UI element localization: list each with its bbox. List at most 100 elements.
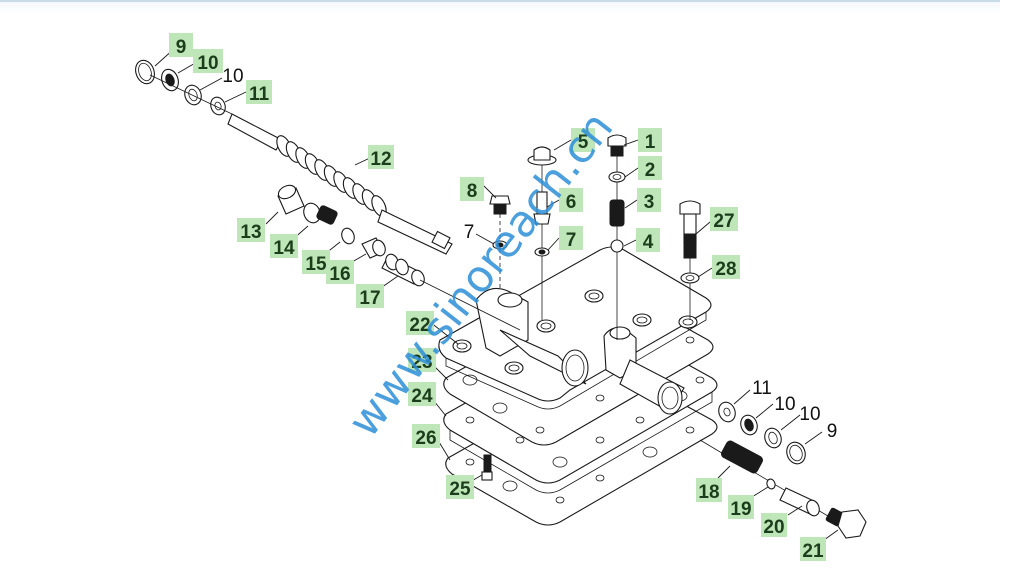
callout-number: 3 xyxy=(644,192,655,213)
callout-number: 8 xyxy=(467,181,478,202)
callout-number: 21 xyxy=(802,541,824,562)
body-hole-inner xyxy=(588,292,600,300)
plate-hole xyxy=(502,480,518,492)
callout-7-left: 7 xyxy=(464,222,475,243)
body-hole xyxy=(632,313,652,327)
callout-number: 24 xyxy=(411,386,433,407)
body-hole xyxy=(584,289,604,303)
spacer-16 xyxy=(361,237,386,259)
callout-9-left: 9 xyxy=(169,33,193,58)
body-hole-inner xyxy=(636,316,648,324)
callout-2: 2 xyxy=(638,156,662,181)
callout-number: 7 xyxy=(464,222,475,243)
callout-number: 18 xyxy=(698,482,719,503)
plate-hole xyxy=(595,394,605,402)
callout-number: 15 xyxy=(305,254,327,275)
callout-20: 20 xyxy=(761,513,787,538)
callout-7-right: 7 xyxy=(559,226,583,251)
callout-11-right: 11 xyxy=(752,378,772,399)
callout-13: 13 xyxy=(237,218,265,243)
callout-24: 24 xyxy=(408,382,436,407)
callout-number: 6 xyxy=(566,192,577,213)
ball-4 xyxy=(610,239,624,253)
callout-28: 28 xyxy=(712,255,740,280)
callout-labels: 9 10 10 11 12 13 14 15 xyxy=(169,33,837,562)
plate-hole xyxy=(465,416,475,424)
body-hole xyxy=(504,361,524,375)
callout-27: 27 xyxy=(710,207,738,232)
sleeve-13 xyxy=(277,184,305,215)
callout-6: 6 xyxy=(559,188,583,213)
callout-number: 17 xyxy=(359,288,380,309)
seal-retainer-10-left-b xyxy=(184,84,202,106)
callout-25: 25 xyxy=(446,475,474,500)
seal-retainer-10-right-b xyxy=(764,427,782,449)
callout-number: 22 xyxy=(409,315,430,336)
callout-number: 10 xyxy=(774,394,795,415)
washer-11-left xyxy=(210,96,226,116)
plate-hole xyxy=(552,456,568,468)
spring-3 xyxy=(609,199,625,227)
plate-hole xyxy=(492,402,508,414)
callout-18: 18 xyxy=(696,478,722,503)
body-hole xyxy=(452,339,472,353)
callout-23: 23 xyxy=(408,348,436,373)
callout-number: 23 xyxy=(411,352,432,373)
callout-1: 1 xyxy=(638,128,662,153)
callout-11-left: 11 xyxy=(246,80,272,105)
body-hole-inner xyxy=(508,364,520,372)
callout-number: 26 xyxy=(415,428,436,449)
callout-number: 10 xyxy=(197,53,218,74)
plate-hole xyxy=(555,496,565,504)
plate-hole xyxy=(515,436,525,444)
valve-body-22 xyxy=(438,246,712,415)
callout-21: 21 xyxy=(800,537,826,562)
callout-12: 12 xyxy=(368,145,394,170)
body-hole-inner xyxy=(540,322,552,330)
callout-number: 10 xyxy=(222,66,243,87)
washer-2 xyxy=(608,171,626,183)
body-hole-inner xyxy=(456,342,468,350)
callout-9-right: 9 xyxy=(827,421,838,442)
top-border xyxy=(0,0,1000,2)
callout-number: 4 xyxy=(643,232,654,253)
plug-bolt-21 xyxy=(825,507,867,539)
callout-number: 10 xyxy=(799,404,820,425)
washer-7-right xyxy=(534,247,550,257)
callout-3: 3 xyxy=(637,188,661,213)
callout-number: 1 xyxy=(645,132,656,153)
callout-14: 14 xyxy=(270,234,298,259)
spring-18 xyxy=(721,440,763,474)
callout-number: 5 xyxy=(578,132,589,153)
body-hole xyxy=(678,315,698,329)
plate-hole xyxy=(535,426,545,434)
callout-10-left-a: 10 xyxy=(193,49,223,74)
callout-19: 19 xyxy=(728,495,754,520)
plug-14 xyxy=(303,202,338,225)
callout-15: 15 xyxy=(302,250,330,275)
top-fade xyxy=(0,2,1000,14)
body-hole xyxy=(536,319,556,333)
valve-pin-6 xyxy=(533,191,551,225)
snap-ring-9-right xyxy=(786,441,806,465)
stud-25 xyxy=(481,454,493,481)
o-ring-15 xyxy=(341,227,355,245)
callout-10-right-b: 10 xyxy=(799,404,820,425)
callout-number: 13 xyxy=(240,222,261,243)
callout-number: 20 xyxy=(763,517,784,538)
callout-number: 27 xyxy=(713,211,734,232)
callout-number: 7 xyxy=(566,230,577,251)
piston-20 xyxy=(779,487,820,517)
callout-8: 8 xyxy=(460,177,484,202)
plate-hole xyxy=(635,416,645,424)
plate-hole xyxy=(685,336,695,344)
callout-10-left-b: 10 xyxy=(222,66,243,87)
callout-16: 16 xyxy=(326,260,354,285)
callout-number: 25 xyxy=(449,479,471,500)
washer-28 xyxy=(680,272,700,284)
seal-retainer-10-right-a xyxy=(740,414,758,436)
plate-hole xyxy=(595,436,605,444)
callout-5: 5 xyxy=(571,128,595,153)
callout-4: 4 xyxy=(636,228,660,253)
